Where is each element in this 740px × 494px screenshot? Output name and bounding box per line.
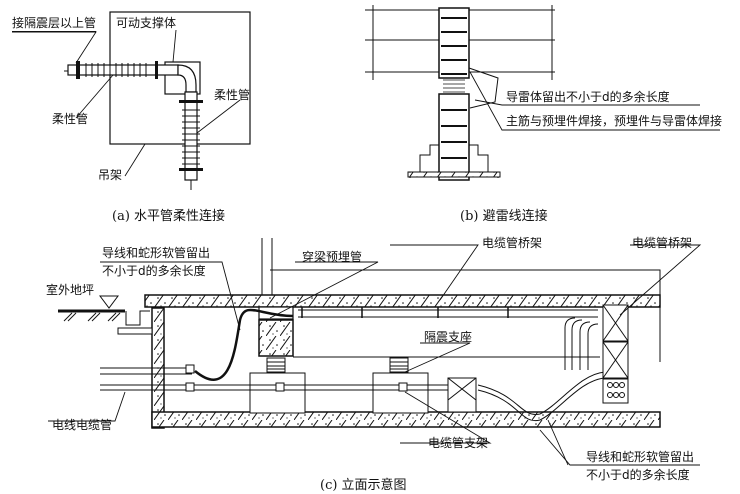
figure-a-drawing [12, 11, 251, 190]
caption-figure-b: (b) 避雷线连接 [460, 209, 548, 224]
label-flexible-pipe-right: 柔性管 [214, 88, 251, 102]
label-cable-tray-right: 电缆管桥架 [632, 236, 693, 250]
flange-mid [155, 61, 158, 79]
lightning-conductor [468, 67, 499, 109]
figure-c-drawing [48, 238, 702, 466]
cable-pipes [100, 308, 606, 422]
figure-a-leaders [12, 29, 241, 177]
label-hanger: 吊架 [98, 168, 123, 182]
label-flexible-pipe-left: 柔性管 [52, 112, 89, 126]
flange-top [179, 100, 203, 103]
label-wire-slack-top-2: 不小于d的多余长度 [102, 264, 206, 278]
vertical-cable-tray [602, 304, 629, 404]
label-outdoor-ground: 室外地坪 [46, 283, 95, 297]
label-isolation-bearing: 隔震支座 [424, 330, 473, 344]
ground-hatch [63, 312, 121, 322]
horizontal-pipe [67, 64, 179, 76]
label-cable-tray-top: 电缆管桥架 [482, 236, 543, 250]
caption-figure-c: (c) 立面示意图 [320, 478, 407, 493]
label-wire-slack-top-1: 导线和蛇形软管留出 [102, 246, 211, 260]
junction-box [447, 377, 477, 413]
figure-b-drawing [365, 5, 720, 181]
label-cable-pipe: 电线电缆管 [52, 418, 113, 432]
pedestal-right [372, 372, 429, 414]
figure-c-leaders [48, 244, 702, 466]
label-beam-sleeve: 穿梁预埋管 [302, 250, 363, 264]
isolation-layers [443, 79, 465, 93]
flange-left [76, 61, 80, 79]
isolation-bearings [266, 357, 409, 373]
horizontal-corrugation [85, 63, 147, 77]
bottom-slab [151, 411, 661, 428]
cable-bends [564, 317, 599, 370]
column-lower [438, 93, 470, 181]
column-upper [438, 7, 470, 79]
foundation-pad [407, 171, 501, 178]
flange-bottom [179, 168, 203, 171]
vertical-pipe [184, 91, 198, 181]
rebar-ties [441, 17, 467, 159]
label-wire-slack-bottom-1: 导线和蛇形软管留出 [586, 450, 695, 464]
pipe-clamps [185, 364, 408, 392]
label-movable-support: 可动支撑体 [116, 16, 177, 30]
label-cable-pipe-support: 电缆管支架 [428, 436, 489, 450]
beam-block [258, 319, 294, 357]
pedestal-left [249, 372, 306, 414]
figure-b-leaders [469, 71, 720, 131]
label-welding: 主筋与预埋件焊接，预埋件与导雷体焊接 [506, 114, 723, 128]
vertical-corrugation [182, 109, 200, 165]
label-wire-slack-bottom-2: 不小于d的多余长度 [586, 468, 690, 482]
caption-figure-a: (a) 水平管柔性连接 [112, 209, 226, 224]
top-slab [144, 294, 661, 308]
label-upper-pipe: 接隔震层以上管 [12, 16, 97, 32]
label-conductor-slack: 导雷体留出不小于d的多余长度 [506, 90, 670, 104]
